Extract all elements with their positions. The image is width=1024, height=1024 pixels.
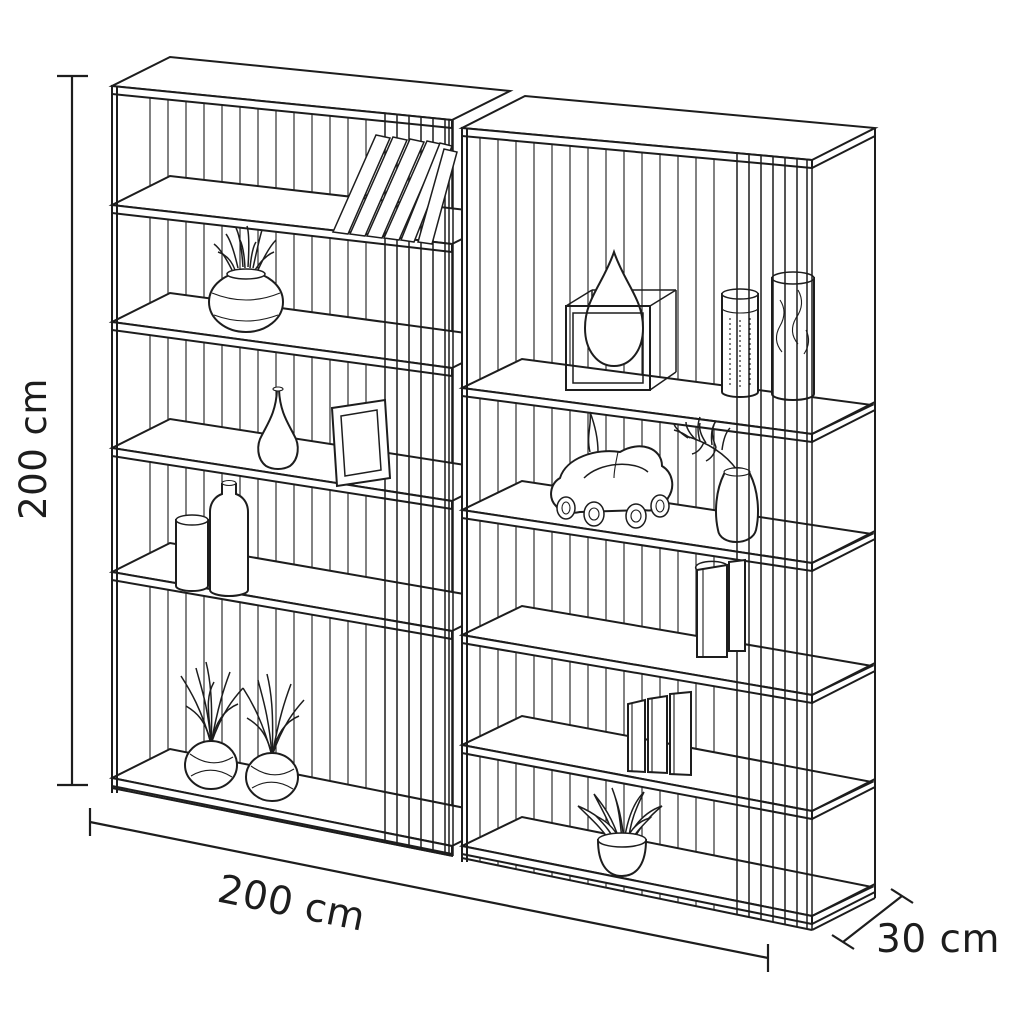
right-shelves bbox=[458, 94, 879, 926]
two-grass-plants bbox=[180, 661, 305, 802]
two-bottles bbox=[175, 479, 249, 597]
right-side-frame bbox=[811, 128, 876, 931]
tall-books bbox=[694, 558, 746, 658]
depth-tick-lower bbox=[831, 934, 855, 950]
left-top-panel bbox=[108, 55, 514, 130]
depth-label: 30 cm bbox=[876, 917, 1000, 962]
cube-lantern-with-drop bbox=[565, 248, 677, 391]
dimension-height: 200 cm bbox=[12, 74, 88, 787]
height-label: 200 cm bbox=[12, 378, 55, 520]
dimension-depth: 30 cm bbox=[831, 888, 1000, 962]
potted-plant bbox=[577, 787, 663, 878]
width-label: 200 cm bbox=[214, 867, 369, 941]
book-row bbox=[627, 690, 692, 777]
picture-frame bbox=[330, 398, 392, 488]
bookcase-left bbox=[108, 55, 514, 857]
left-frame-posts bbox=[111, 86, 454, 857]
bookcase-right bbox=[458, 94, 879, 931]
leaning-books bbox=[331, 134, 458, 245]
right-frame-posts bbox=[461, 128, 813, 931]
depth-tick-upper bbox=[890, 888, 914, 904]
toy-car bbox=[550, 411, 674, 529]
teardrop-vase bbox=[257, 386, 299, 470]
grass-plant-pot bbox=[208, 225, 284, 333]
right-slat-column bbox=[736, 153, 813, 930]
